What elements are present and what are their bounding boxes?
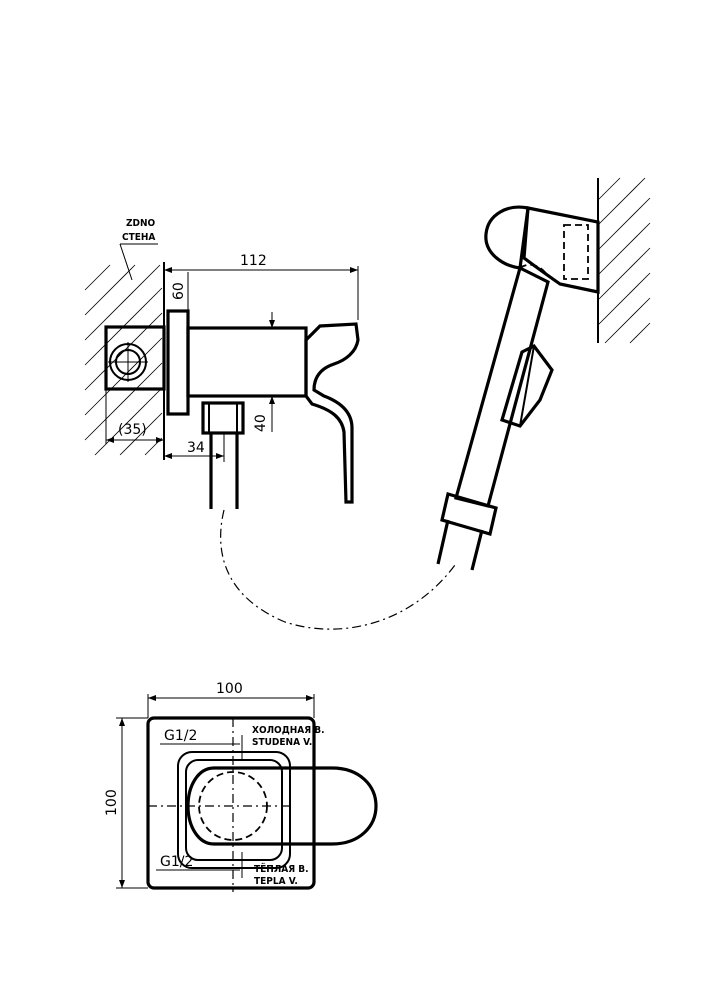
cold-label-line2: STUDENA V. [252, 737, 312, 748]
cold-label-line1: ХОЛОДНАЯ В. [252, 725, 325, 736]
hand-shower [436, 263, 554, 571]
dimension-width-100: 100 [147, 681, 315, 718]
cover-plate-front [146, 716, 378, 892]
dim-34-text: 34 [187, 440, 205, 456]
wall-label-line2: СТЕНА [122, 232, 155, 243]
thread-label-top: G1/2 [160, 728, 240, 745]
dim-60-text: 60 [171, 282, 187, 300]
dim-40-text: 40 [253, 414, 269, 432]
dimension-112: 112 [164, 253, 359, 320]
dimension-60: 60 [171, 272, 189, 311]
valve-body-side [104, 309, 360, 509]
dimension-34: 34 [164, 433, 225, 462]
wall-label-line1: ZDNO [126, 218, 156, 229]
thread-bottom-text: G1/2 [160, 854, 193, 870]
dimension-35: (35) [105, 389, 164, 444]
dim-35-text: (35) [118, 422, 147, 438]
dim-112-text: 112 [240, 253, 267, 269]
hot-label-line1: ТЁПЛАЯ В. [254, 861, 309, 875]
thread-label-bottom: G1/2 [156, 854, 240, 871]
thread-top-text: G1/2 [164, 728, 197, 744]
dim-height-text: 100 [104, 789, 120, 816]
hose-centerline [220, 509, 456, 630]
dimension-height-100: 100 [104, 717, 148, 889]
dimension-40: 40 [253, 312, 275, 432]
shower-holder [484, 205, 600, 294]
dim-width-text: 100 [216, 681, 243, 697]
wall-hatching-right [597, 177, 651, 344]
cold-water-label: ХОЛОДНАЯ В. STUDENA V. [252, 725, 325, 748]
hot-label-line2: TEPLA V. [254, 876, 298, 887]
hot-water-label: ТЁПЛАЯ В. TEPLA V. [254, 861, 309, 887]
wall-label: ZDNO СТЕНА [119, 218, 158, 281]
